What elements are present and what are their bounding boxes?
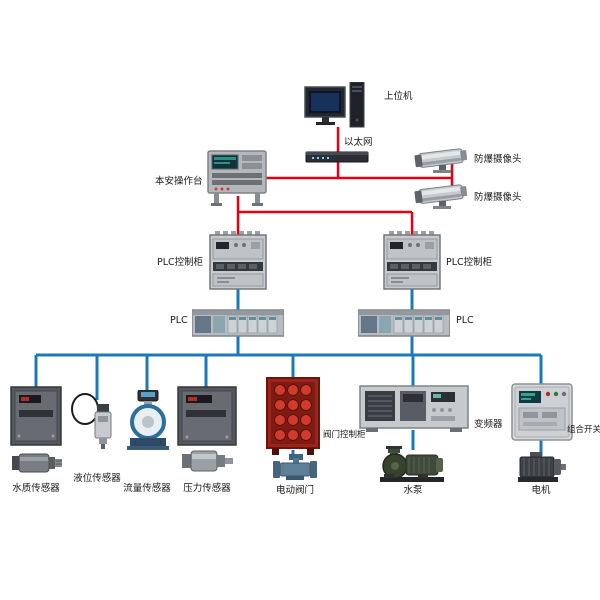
valve-control-cabinet-icon [266,377,320,455]
pressure-sensor [176,386,238,482]
host-computer [303,81,367,136]
motor-icon [518,452,566,482]
water-quality-sensor [10,386,64,484]
explosion-proof-camera-bottom [413,182,471,216]
sensor-box [10,386,62,446]
inverter-cabinet [358,384,470,438]
combination-switch-label: 组合开关 [567,425,600,435]
valve-control-cabinet [264,376,322,460]
water-pump [378,446,448,488]
electric-valve [270,454,320,488]
combination-switch-cabinet [510,382,574,448]
ethernet-switch [304,149,372,169]
valve-control-cabinet-label: 阀门控制柜 [323,430,366,440]
plc-rack-icon [357,309,451,337]
plc-cabinet-icon [209,231,267,290]
flow-sensor-label: 流量传感器 [123,483,171,494]
host-computer-icon [304,81,365,128]
explosion-proof-camera-top [413,146,471,180]
plc-cabinet-left-label: PLC控制柜 [157,257,204,268]
console-label: 本安操作台 [155,176,203,187]
pressure-transmitter [182,450,233,472]
level-sensor [70,392,118,454]
motor [514,452,568,488]
level-sensor-label: 液位传感器 [73,473,121,484]
plc-rack-left-label: PLC [170,315,188,326]
plc-cabinet-icon [383,231,441,290]
camera-icon [414,148,468,173]
monitor [304,86,346,125]
flow-sensor [126,389,170,458]
plc-rack-right-label: PLC [456,315,474,326]
plc-control-cabinet-left [209,231,267,297]
camera-bottom-label: 防爆摄像头 [474,192,522,203]
camera-icon [414,184,468,209]
electric-valve-icon [273,454,317,480]
pressure-sensor-icon [177,386,237,472]
ethernet-switch-icon [305,151,369,163]
motor-label: 电机 [531,485,551,496]
combination-switch-icon [511,383,573,441]
water-pump-label: 水泵 [403,485,423,496]
camera-top-label: 防爆摄像头 [474,154,522,165]
water-quality-sensor-icon [10,386,62,473]
plc-rack-icon [191,309,285,337]
sensor-probe [12,453,62,473]
water-quality-sensor-label: 水质传感器 [12,483,60,494]
intrinsically-safe-console [206,147,268,211]
console-icon [207,150,267,206]
level-sensor-icon [71,393,112,449]
water-pump-icon [380,446,444,482]
electric-valve-label: 电动阀门 [275,485,314,496]
sensor-box [177,386,237,446]
pressure-sensor-label: 压力传感器 [183,483,231,494]
inverter-label: 变频器 [474,419,503,430]
plc-control-cabinet-right [383,231,441,297]
host-computer-label: 上位机 [384,91,413,102]
flow-sensor-icon [127,389,169,450]
plc-rack-left [191,306,285,344]
inverter-icon [359,385,469,432]
ethernet-label: 以太网 [344,137,373,148]
plc-cabinet-right-label: PLC控制柜 [446,257,493,268]
computer-tower [349,81,365,128]
plc-rack-right [357,306,451,344]
